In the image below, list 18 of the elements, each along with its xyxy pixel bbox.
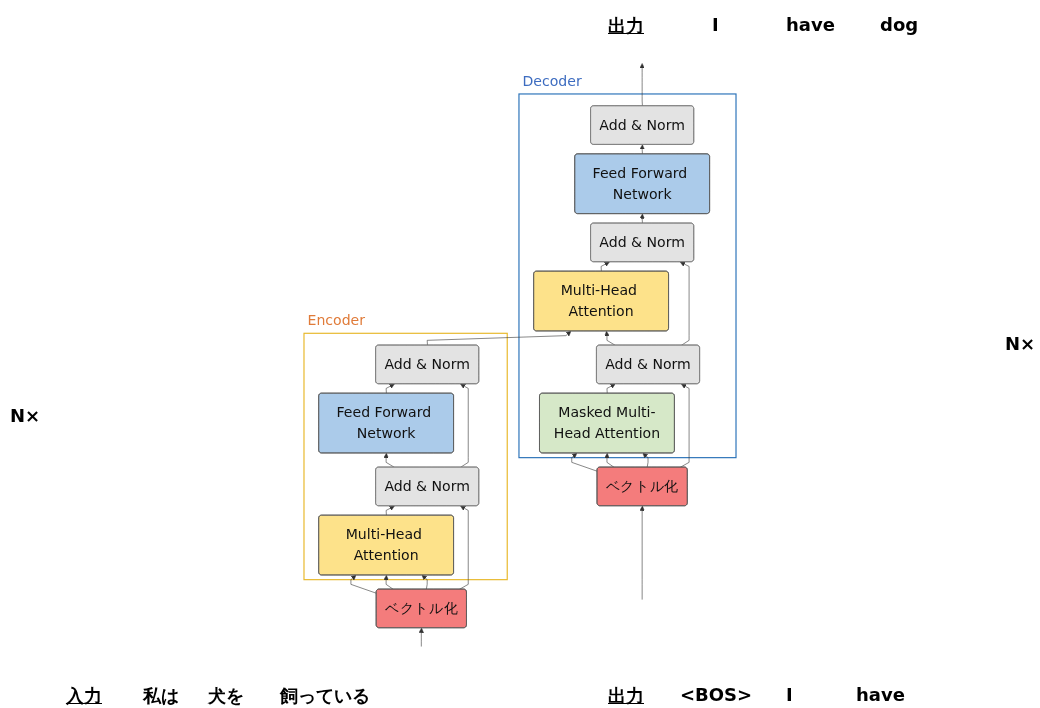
token-label: dog <box>880 14 919 35</box>
token-label: N× <box>1005 333 1036 354</box>
cluster <box>303 332 508 581</box>
token-label: 飼っている <box>280 684 370 708</box>
token-label: have <box>786 14 835 35</box>
token-label: 私は <box>143 684 179 708</box>
token-label: N× <box>10 405 41 426</box>
token-label: 犬を <box>208 684 244 708</box>
token-label: 出力 <box>608 14 644 38</box>
token-label: I <box>786 684 793 705</box>
token-label: 出力 <box>608 684 644 708</box>
token-label: have <box>856 684 905 705</box>
token-label: <BOS> <box>680 684 753 705</box>
token-label: 入力 <box>66 684 102 708</box>
node-label: Decoder <box>522 72 582 90</box>
token-label: I <box>712 14 719 35</box>
node-label: Encoder <box>307 312 366 329</box>
cluster <box>518 93 737 459</box>
